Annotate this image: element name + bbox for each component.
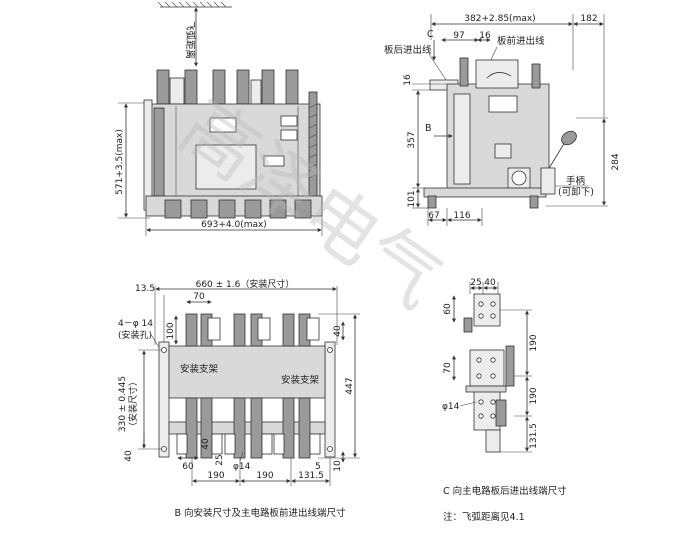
bottom-dim-60: 60 xyxy=(182,462,194,472)
side-view: 382+2.85(max) 182 C 97 16 板后进出线 板前进出线 xyxy=(384,14,621,226)
bottom-dim-190-a: 190 xyxy=(207,471,224,481)
front-width-dim: 693+4.0(max) xyxy=(201,220,267,230)
front-view: 飞弧距离 571+3.5(max) xyxy=(115,1,323,236)
rear-dim-60: 60 xyxy=(443,303,453,315)
bottom-dim-phi14: φ14 xyxy=(233,462,251,472)
hole-label: 4－φ 14 xyxy=(118,319,153,329)
handle-label: 手柄 xyxy=(566,175,585,187)
rear-dim-phi14: φ14 xyxy=(442,402,460,412)
side-dim-16-left: 16 xyxy=(403,74,413,86)
side-dim-101: 101 xyxy=(407,190,417,207)
rear-view: 25 40 60 70 φ14 190 xyxy=(442,278,567,523)
bottom-dim-40-right: 40 xyxy=(333,325,343,337)
bottom-dim-5: 5 xyxy=(315,462,321,472)
rear-dim-190-a: 190 xyxy=(529,334,539,351)
bottom-dim-40-left: 40 xyxy=(124,450,134,462)
bottom-dim-10: 10 xyxy=(333,460,343,472)
bottom-dim-330: 330 ± 0.445 xyxy=(118,376,128,432)
front-wiring-label: 板前进出线 xyxy=(497,35,545,47)
rear-dim-190-b: 190 xyxy=(529,387,539,404)
rear-dim-25: 25 xyxy=(470,278,481,288)
view-c-label: C xyxy=(427,29,434,40)
rear-dim-40: 40 xyxy=(484,278,496,288)
rear-dim-131-5: 131.5 xyxy=(529,423,539,449)
side-right-dim: 182 xyxy=(580,14,597,24)
bracket-right-label: 安装支架 xyxy=(281,374,320,386)
bottom-dim-100: 100 xyxy=(166,322,176,339)
front-height-dim: 571+3.5(max) xyxy=(115,129,125,195)
bottom-dim-40-bottom: 40 xyxy=(201,438,211,450)
bottom-dim-190-b: 190 xyxy=(256,471,273,481)
bottom-dim-70: 70 xyxy=(193,292,205,302)
side-dim-16-top: 16 xyxy=(479,31,491,41)
bottom-dim-330-note: （安装尺寸） xyxy=(127,377,139,431)
bottom-view: 13.5 660 ± 1.6（安装尺寸） 70 4－φ 14 (安装孔) 安装支… xyxy=(118,278,360,519)
bottom-dim-131-5: 131.5 xyxy=(298,471,324,481)
rear-wiring-label: 板后进出线 xyxy=(384,44,432,56)
arc-distance-label: 飞弧距离 xyxy=(184,21,196,59)
side-top-dim: 382+2.85(max) xyxy=(464,14,535,24)
bottom-width-dim: 660 ± 1.6（安装尺寸） xyxy=(196,278,295,290)
view-b-label: B xyxy=(425,123,432,134)
bracket-left-label: 安装支架 xyxy=(180,363,219,375)
bottom-view-caption: B 向安装尺寸及主电路板前进出线端尺寸 xyxy=(174,507,346,519)
bottom-dim-13-5: 13.5 xyxy=(135,284,155,294)
side-dim-116: 116 xyxy=(453,211,470,221)
rear-view-caption: C 向主电路板后进出线端尺寸 xyxy=(443,485,567,497)
handle-note: (可卸下) xyxy=(558,186,594,198)
bottom-dim-447: 447 xyxy=(345,377,355,394)
bottom-dim-25: 25 xyxy=(215,454,225,465)
side-dim-97: 97 xyxy=(453,31,464,41)
rear-view-note: 注：飞弧距离见4.1 xyxy=(443,511,525,523)
side-dim-357: 357 xyxy=(407,131,417,148)
side-dim-67: 67 xyxy=(428,211,439,221)
side-dim-284: 284 xyxy=(611,153,621,170)
hole-note: (安装孔) xyxy=(118,329,152,341)
rear-dim-70: 70 xyxy=(443,362,453,374)
